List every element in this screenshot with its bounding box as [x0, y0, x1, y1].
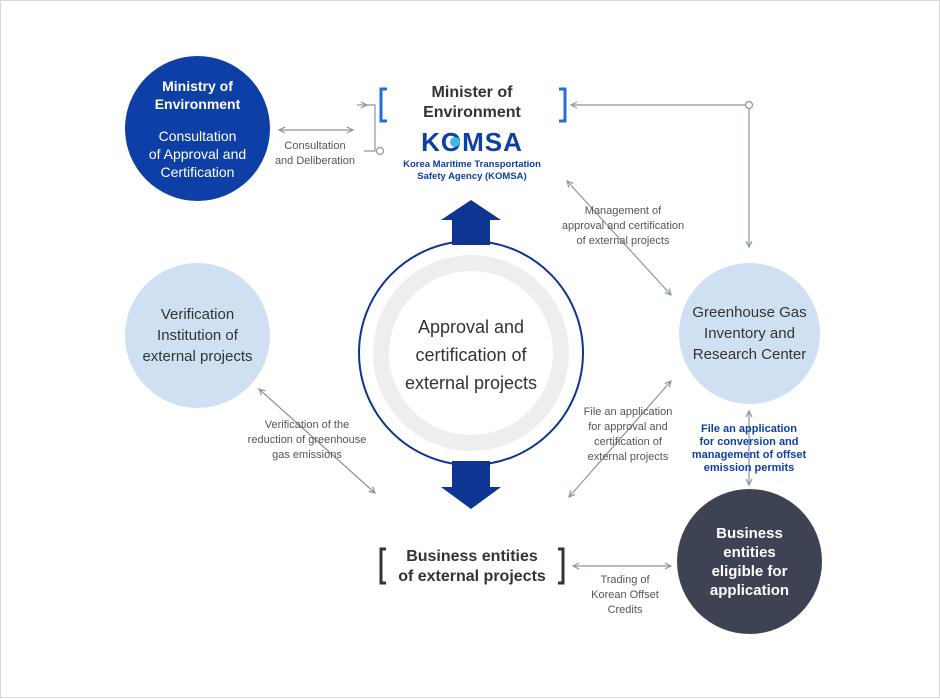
trading-label: Trading of Korean Offset Credits — [579, 573, 671, 618]
ministry-sub-line3: Certification — [160, 163, 235, 180]
business-line2: of external projects — [398, 568, 546, 585]
trading-label-line1: Trading of — [600, 574, 650, 586]
center-line1: Approval and — [417, 317, 525, 337]
file-approval-label: File an application for approval and cer… — [571, 405, 685, 465]
komsa-logo: KOMSA — [421, 129, 523, 155]
komsa-caption-line2: Safety Agency (KOMSA) — [417, 171, 527, 182]
file-approval-arrow — [569, 381, 671, 497]
management-label-line2: approval and certification — [561, 220, 685, 232]
minister-ghg-dot — [744, 100, 754, 110]
ghg-line2: Inventory and — [704, 325, 795, 342]
consultation-connector — [363, 104, 376, 152]
komsa-logo-dot — [450, 137, 460, 147]
minister-title-line1: Minister of — [431, 84, 513, 101]
verification-label-line1: Verification of the — [264, 419, 350, 431]
ghg-line1: Greenhouse Gas — [692, 304, 807, 321]
ministry-title-line1: Ministry of — [162, 77, 233, 94]
management-label: Management of approval and certification… — [549, 204, 697, 249]
verification-line3: external projects — [142, 348, 253, 365]
center-ring-inner — [373, 255, 569, 451]
center-line3: external projects — [404, 373, 538, 393]
ministry-of-environment-node: Ministry of Environment Consultation of … — [125, 56, 270, 201]
eligible-line4: application — [709, 581, 790, 599]
eligible-line1: Business — [716, 524, 783, 542]
file-approval-label-line4: external projects — [587, 451, 669, 463]
ghg-line3: Research Center — [692, 346, 807, 363]
eligible-line2: entities — [723, 543, 776, 561]
verification-line2: Institution of — [157, 327, 238, 344]
management-label-line1: Management of — [584, 205, 662, 217]
eligible-line3: eligible for — [711, 562, 788, 580]
down-arrow — [441, 461, 501, 509]
business-entities-node: Business entities of external projects — [379, 547, 565, 587]
ministry-title-line2: Environment — [154, 95, 241, 112]
komsa-caption-line1: Korea Maritime Transportation — [403, 159, 541, 170]
ghg-research-center-node: Greenhouse Gas Inventory and Research Ce… — [679, 263, 820, 404]
management-arrow — [567, 181, 671, 295]
file-conversion-label: File an application for conversion and m… — [683, 423, 815, 475]
verification-institution-node: Verification Institution of external pro… — [125, 263, 270, 408]
ministry-sub-line1: Consultation — [158, 127, 237, 144]
trading-label-line2: Korean Offset — [591, 589, 659, 601]
file-approval-label-line2: for approval and — [588, 421, 668, 433]
eligible-entities-node: Business entities eligible for applicati… — [677, 489, 822, 634]
ministry-sub-line2: of Approval and — [148, 145, 247, 162]
center-process-label: Approval and certification of external p… — [381, 313, 561, 397]
business-line1: Business entities — [406, 548, 538, 565]
file-approval-label-line1: File an application — [583, 406, 673, 418]
management-label-line3: of external projects — [576, 235, 670, 247]
file-conversion-label-line1: File an application — [701, 423, 797, 435]
consultation-label: Consultation and Deliberation — [267, 139, 363, 169]
minister-title-line2: Environment — [423, 104, 521, 121]
file-conversion-label-line3: management of offset — [691, 449, 807, 461]
verification-line1: Verification — [160, 306, 235, 323]
business-bracket-right — [558, 547, 565, 585]
file-conversion-label-line4: emission permits — [703, 462, 795, 474]
center-line2: certification of — [415, 345, 527, 365]
minister-bracket-right — [559, 87, 567, 123]
consultation-label-line1: Consultation — [284, 140, 346, 152]
minister-komsa-node: Minister of Environment KOMSA Korea Mari… — [379, 83, 565, 183]
komsa-logo-text: KOMSA — [421, 129, 523, 155]
up-arrow — [441, 200, 501, 245]
file-conversion-label-line2: for conversion and — [699, 436, 799, 448]
consultation-label-line2: and Deliberation — [274, 155, 356, 167]
trading-label-line3: Credits — [607, 604, 643, 616]
minister-bracket-left — [379, 87, 387, 123]
verification-label-line3: gas emissions — [272, 449, 342, 461]
verification-arrow — [259, 389, 375, 493]
consultation-connector-dot — [375, 146, 385, 156]
verification-label-line2: reduction of greenhouse — [247, 434, 367, 446]
verification-label: Verification of the reduction of greenho… — [237, 418, 377, 463]
file-approval-label-line3: certification of — [594, 436, 662, 448]
business-bracket-left — [379, 547, 386, 585]
